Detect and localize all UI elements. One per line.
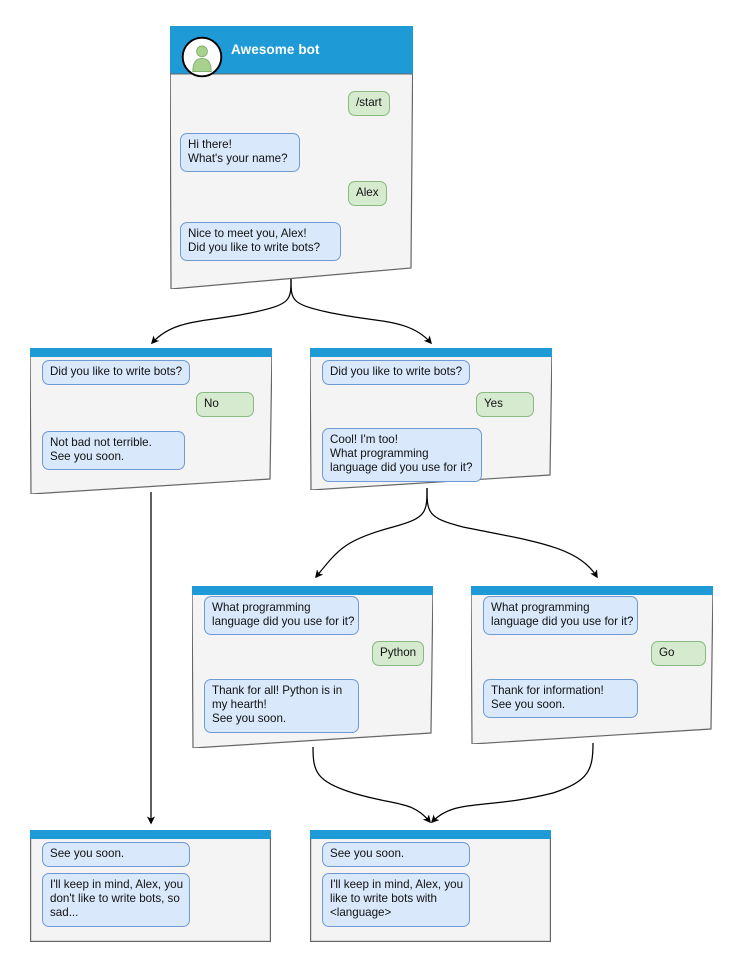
- message-bubble: What programming language did you use fo…: [204, 596, 359, 636]
- card-start-title: Awesome bot: [231, 42, 320, 57]
- message-bubble: /start: [348, 91, 390, 117]
- card-answer-no[interactable]: Did you like to write bots? No Not bad n…: [30, 348, 272, 494]
- message-bubble: Alex: [348, 181, 387, 207]
- message-bubble: Thank for information! See you soon.: [483, 679, 638, 719]
- edge-yes-to-python: [315, 487, 428, 579]
- message-bubble: Yes: [476, 392, 534, 418]
- edge-python-to-end: [312, 746, 431, 824]
- card-end-language[interactable]: See you soon. I'll keep in mind, Alex, y…: [310, 830, 551, 942]
- message-bubble: See you soon.: [42, 842, 190, 868]
- message-bubble: What programming language did you use fo…: [483, 596, 638, 636]
- message-bubble: Go: [651, 641, 706, 667]
- message-bubble: No: [196, 392, 254, 418]
- card-language-python[interactable]: What programming language did you use fo…: [192, 586, 433, 748]
- message-bubble: Python: [372, 641, 425, 667]
- card-answer-yes[interactable]: Did you like to write bots? Yes Cool! I'…: [310, 348, 552, 490]
- card-start[interactable]: Awesome bot /start Hi there! What's your…: [170, 26, 413, 289]
- message-bubble: Hi there! What's your name?: [180, 133, 300, 173]
- message-bubble: Cool! I'm too! What programming language…: [322, 428, 482, 482]
- card-language-go[interactable]: What programming language did you use fo…: [471, 586, 713, 744]
- edge-go-to-end: [430, 742, 594, 824]
- edge-yes-to-go: [426, 487, 598, 579]
- message-bubble: Nice to meet you, Alex! Did you like to …: [180, 222, 341, 262]
- message-bubble: Did you like to write bots?: [322, 360, 471, 386]
- person-avatar-icon: [181, 36, 223, 78]
- message-bubble: See you soon.: [322, 842, 470, 868]
- message-bubble: I'll keep in mind, Alex, you like to wri…: [322, 873, 470, 927]
- message-bubble: Thank for all! Python is in my hearth! S…: [204, 679, 359, 733]
- card-end-sad[interactable]: See you soon. I'll keep in mind, Alex, y…: [30, 830, 271, 942]
- message-bubble: I'll keep in mind, Alex, you don't like …: [42, 873, 190, 927]
- message-bubble: Not bad not terrible. See you soon.: [42, 431, 185, 471]
- message-bubble: Did you like to write bots?: [42, 360, 191, 386]
